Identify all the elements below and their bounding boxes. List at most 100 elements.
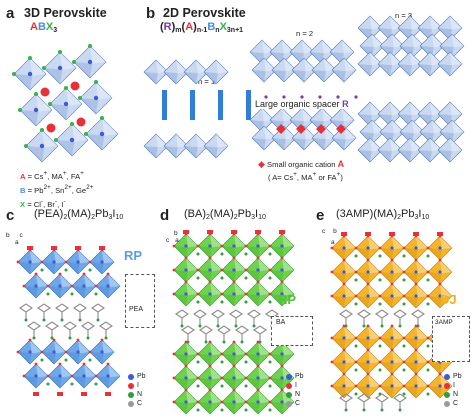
- organic-molecule: [63, 321, 77, 338]
- x-site-sphere: [18, 108, 22, 112]
- panel-b-letter: b: [146, 5, 156, 22]
- pb-atom: [184, 376, 188, 380]
- facet-highlight: [84, 364, 96, 378]
- n-atom: [70, 292, 74, 296]
- i-atom: [390, 348, 394, 352]
- organic-molecule: [375, 393, 389, 410]
- i-atom: [354, 270, 358, 274]
- pb-atom: [82, 284, 86, 288]
- x-site-sphere: [58, 50, 62, 54]
- n-atom: [64, 358, 68, 362]
- facet-shadow: [48, 376, 62, 388]
- n-atom: [220, 384, 224, 388]
- facet-highlight: [304, 126, 316, 140]
- i-atom: [366, 258, 370, 262]
- facet-shadow: [246, 378, 260, 390]
- pb-atom: [414, 336, 418, 340]
- facet-highlight: [102, 118, 118, 136]
- n-atom: [104, 336, 108, 340]
- n-atom: [64, 268, 68, 272]
- n-atom: [244, 384, 248, 388]
- n-atom: [252, 324, 256, 328]
- facet-highlight: [416, 350, 428, 364]
- facet-highlight: [452, 120, 464, 134]
- n1-layer-bottom: [203, 133, 229, 159]
- facet-highlight: [322, 108, 334, 122]
- pb-atom: [256, 376, 260, 380]
- label-n1: n = 1: [198, 77, 216, 86]
- atom-legend-c: Pb I N C: [128, 372, 146, 408]
- facet-highlight: [60, 274, 72, 288]
- pb-atom: [438, 246, 442, 250]
- n-atom: [268, 384, 272, 388]
- n-atom: [196, 252, 200, 256]
- facet-shadow: [86, 134, 105, 150]
- n-atom: [402, 254, 406, 258]
- edge-atom: [81, 392, 87, 396]
- facet-highlight: [368, 284, 380, 298]
- n-atom: [398, 324, 402, 328]
- i-atom: [82, 362, 86, 366]
- pb-atom: [58, 284, 62, 288]
- i-atom: [232, 256, 236, 260]
- facet-highlight: [344, 58, 356, 72]
- facet-shadow: [380, 338, 394, 350]
- facet-highlight: [342, 108, 354, 122]
- structure-3amp: [330, 232, 453, 412]
- facet-shadow: [72, 286, 86, 298]
- edge-atom: [75, 246, 81, 250]
- i-atom: [402, 384, 406, 388]
- facet-shadow: [398, 114, 412, 126]
- i-atom: [366, 348, 370, 352]
- i-atom: [22, 374, 26, 378]
- pb-atom: [342, 246, 346, 250]
- i-atom: [46, 284, 50, 288]
- i-atom: [196, 268, 200, 272]
- i-atom: [106, 362, 110, 366]
- facet-shadow: [80, 98, 99, 114]
- pb-atom: [232, 352, 236, 356]
- facet-shadow: [356, 338, 370, 350]
- i-atom: [28, 338, 32, 342]
- i-atom: [184, 340, 188, 344]
- organic-molecule: [99, 321, 113, 338]
- pb-atom: [232, 268, 236, 272]
- pb-atom: [438, 384, 442, 388]
- i-atom: [378, 246, 382, 250]
- facet-highlight: [196, 134, 208, 148]
- i-atom: [354, 246, 358, 250]
- n-atom: [88, 268, 92, 272]
- perovskite-2d-illustration: [143, 15, 465, 163]
- a-site-sphere: [46, 123, 56, 133]
- facet-shadow: [164, 72, 178, 84]
- i-atom: [330, 360, 334, 364]
- n-atom: [244, 252, 248, 256]
- facet-highlight: [186, 366, 198, 380]
- facet-highlight: [430, 52, 442, 66]
- i-atom: [244, 352, 248, 356]
- facet-highlight: [410, 138, 422, 152]
- facet-shadow: [270, 246, 284, 258]
- facet-highlight: [156, 134, 168, 148]
- organic-molecule: [235, 325, 249, 342]
- i-atom: [426, 360, 430, 364]
- i-atom: [76, 338, 80, 342]
- pb-atom: [232, 400, 236, 404]
- i-atom: [196, 400, 200, 404]
- spacer-bar: [162, 90, 167, 120]
- i-atom: [268, 400, 272, 404]
- facet-highlight: [416, 236, 428, 250]
- facet-shadow: [398, 64, 412, 76]
- facet-highlight: [344, 236, 356, 250]
- facet-shadow: [222, 354, 236, 366]
- n-atom: [70, 382, 74, 386]
- n-atom: [196, 408, 200, 412]
- i-atom: [40, 260, 44, 264]
- i-atom: [88, 260, 92, 264]
- facet-highlight: [282, 282, 294, 296]
- facet-highlight: [36, 364, 48, 378]
- i-atom: [208, 256, 212, 260]
- 3amp-molecule-box: 3AMP: [432, 316, 470, 362]
- red-diamond-icon: ◆: [258, 159, 265, 169]
- facet-highlight: [392, 120, 404, 134]
